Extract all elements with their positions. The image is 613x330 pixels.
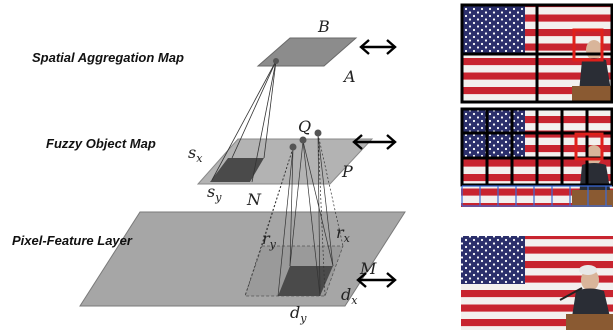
double-arrow-middle <box>354 135 395 149</box>
var-s-y: sy <box>207 182 222 204</box>
label-spatial-aggregation-map: Spatial Aggregation Map <box>32 50 184 65</box>
photo-top <box>461 4 613 103</box>
spatial-aggregation-plane <box>258 38 356 66</box>
var-A: A <box>342 67 356 86</box>
double-arrow-top <box>361 40 395 54</box>
pixel-feature-plane <box>80 212 405 306</box>
var-s-x: sx <box>188 143 203 165</box>
double-arrow-bottom <box>358 273 395 287</box>
top-node <box>273 58 279 64</box>
var-N: N <box>246 190 262 209</box>
photo-middle <box>461 108 613 207</box>
photo-bottom <box>461 236 613 330</box>
label-fuzzy-object-map: Fuzzy Object Map <box>46 136 156 151</box>
label-pixel-feature-layer: Pixel-Feature Layer <box>12 233 133 248</box>
var-P: P <box>341 162 353 181</box>
var-B: B <box>317 17 330 36</box>
var-M: M <box>359 259 377 278</box>
var-Q: Q <box>298 117 311 136</box>
